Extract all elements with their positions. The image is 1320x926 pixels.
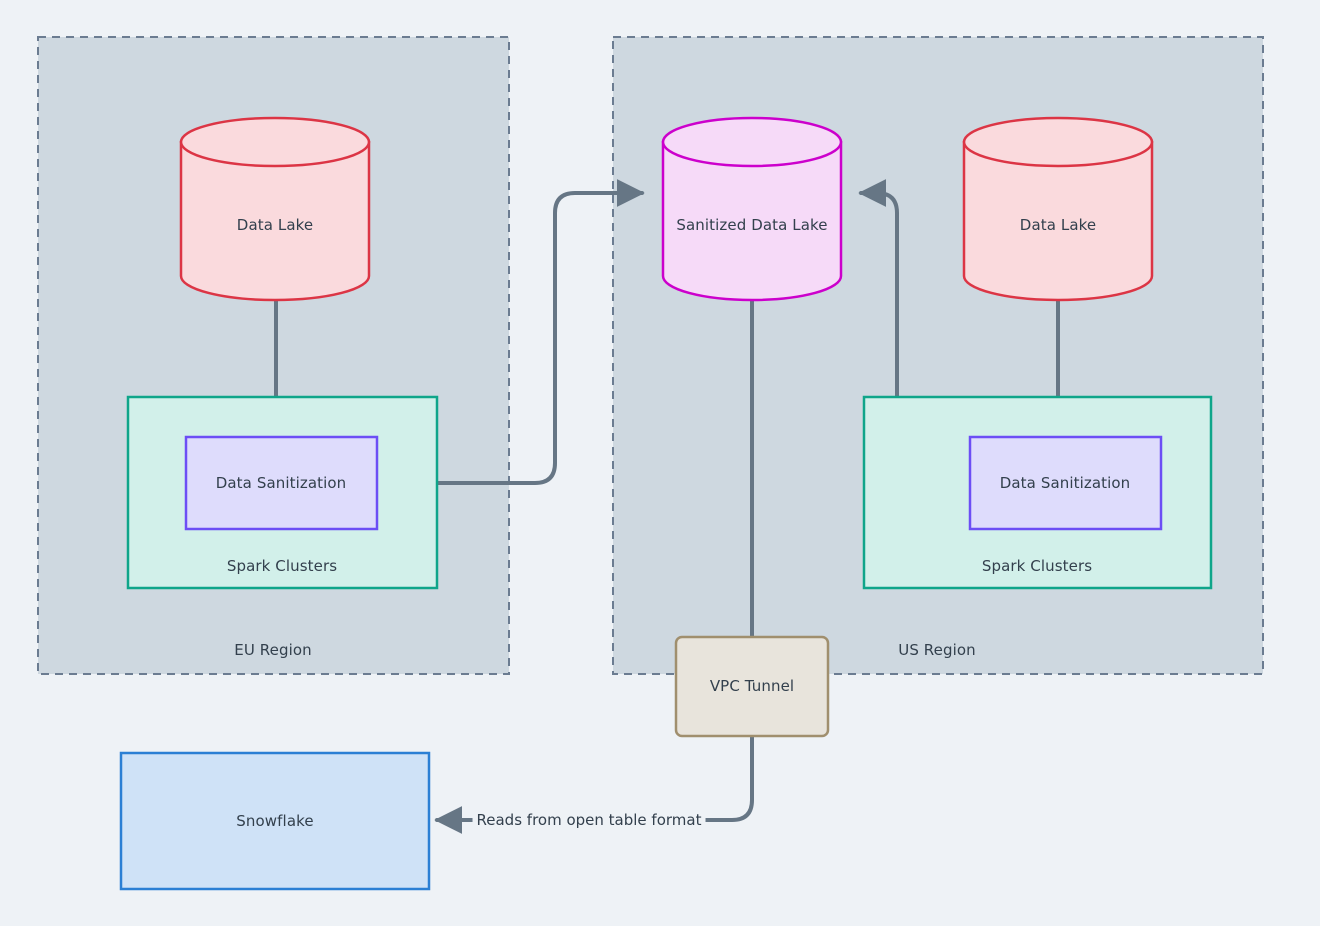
cluster-label-us-spark-clusters: Spark Clusters (981, 557, 1093, 575)
connector-vpc-tunnel-to-snowflake (434, 734, 754, 834)
node-us-data-sanitization[interactable] (968, 435, 1163, 531)
node-vpc-tunnel[interactable] (674, 635, 830, 738)
node-eu-data-lake[interactable] (179, 116, 371, 302)
cluster-label-eu-spark-clusters: Spark Clusters (226, 557, 338, 575)
node-label-us-data-sanitization: Data Sanitization (999, 474, 1131, 492)
node-label-eu-data-sanitization: Data Sanitization (215, 474, 347, 492)
node-us-data-lake[interactable] (962, 116, 1154, 302)
node-label-vpc-tunnel: VPC Tunnel (709, 677, 795, 695)
node-eu-data-sanitization[interactable] (184, 435, 379, 531)
region-label-eu: EU Region (234, 641, 312, 659)
connector-eu-sanitization-to-sanitized-lake (383, 179, 645, 485)
region-label-us: US Region (898, 641, 976, 659)
node-label-eu-data-lake: Data Lake (236, 216, 314, 234)
node-sanitized-data-lake[interactable] (661, 116, 843, 302)
node-label-us-data-lake: Data Lake (1019, 216, 1097, 234)
connector-label-reads-from-open-table-format: Reads from open table format (472, 811, 706, 829)
node-label-sanitized-data-lake: Sanitized Data Lake (676, 216, 828, 234)
node-snowflake[interactable] (119, 751, 431, 891)
node-label-snowflake: Snowflake (236, 812, 314, 830)
